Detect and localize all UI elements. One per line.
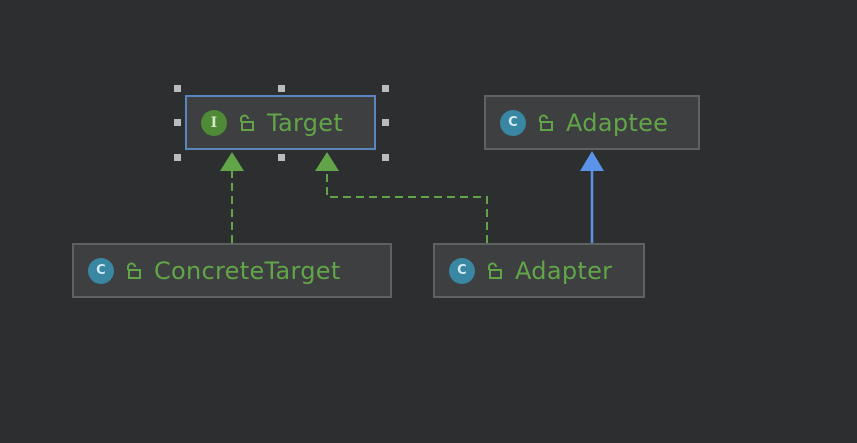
edge-adapter-implements-target[interactable] — [326, 170, 488, 243]
interface-icon: I — [201, 109, 227, 136]
node-concretetarget[interactable]: C ConcreteTarget — [72, 243, 392, 298]
unlocked-padlock-icon — [240, 114, 254, 131]
selection-handle-middle-left[interactable] — [174, 119, 181, 126]
node-label: ConcreteTarget — [154, 256, 341, 285]
class-icon: C — [449, 257, 475, 284]
selection-handle-bottom-right[interactable] — [382, 154, 389, 161]
class-icon: C — [500, 109, 526, 136]
unlocked-padlock-icon — [539, 114, 553, 131]
selection-handle-top-left[interactable] — [174, 85, 181, 92]
selection-handle-top-right[interactable] — [382, 85, 389, 92]
node-label: Adapter — [515, 256, 613, 285]
node-target[interactable]: I Target — [185, 95, 376, 150]
unlocked-padlock-icon — [488, 262, 502, 279]
edge-arrowhead-target-right — [315, 152, 339, 171]
node-label: Adaptee — [566, 108, 669, 137]
node-label: Target — [267, 108, 344, 137]
unlocked-padlock-icon — [127, 262, 141, 279]
selection-handle-middle-right[interactable] — [382, 119, 389, 126]
edge-arrowhead-adaptee — [580, 151, 604, 171]
class-icon: C — [88, 257, 114, 284]
selection-handle-bottom-left[interactable] — [174, 154, 181, 161]
selection-handle-bottom-middle[interactable] — [278, 154, 285, 161]
edge-arrowhead-target-left — [220, 152, 244, 171]
selection-handle-top-middle[interactable] — [278, 85, 285, 92]
node-adapter[interactable]: C Adapter — [433, 243, 645, 298]
node-adaptee[interactable]: C Adaptee — [484, 95, 700, 150]
